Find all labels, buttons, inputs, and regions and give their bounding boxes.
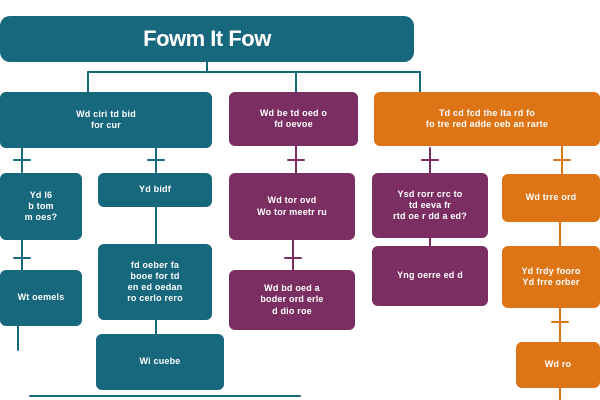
teal-header-node[interactable]: Wd ciri td bid for cur (0, 92, 212, 148)
teal-node-5[interactable]: fd oeber fa booe for td en ed oedan ro c… (98, 244, 212, 320)
teal-node-4[interactable]: Yd bidf (98, 173, 212, 207)
flowchart-title: Fowm It Fow (0, 16, 414, 62)
teal-node-3[interactable]: Wi cuebe (96, 334, 224, 390)
orange-header-node[interactable]: Td cd fcd the lta rd fo fo tre red adde … (374, 92, 600, 146)
plum-header-node[interactable]: Wd be td oed o fd oevoe (229, 92, 358, 146)
orange-node-1[interactable]: Wd trre ord (502, 174, 600, 222)
teal-node-1[interactable]: Yd l6 b tom m oes? (0, 173, 82, 240)
plum-node-1[interactable]: Wd tor ovd Wo tor meetr ru (229, 173, 355, 240)
orange-node-2[interactable]: Yd frdy fooro Yd frre orber (502, 246, 600, 308)
teal-node-2[interactable]: Wt oemels (0, 270, 82, 326)
plum-node-2[interactable]: Wd bd oed a boder ord erle d dio roe (229, 270, 355, 330)
orange-node-3[interactable]: Wd ro (516, 342, 600, 388)
plum-node-3[interactable]: Ysd rorr crc to td eeva fr rtd oe r dd a… (372, 173, 488, 238)
plum-node-4[interactable]: Yng oerre ed d (372, 246, 488, 306)
